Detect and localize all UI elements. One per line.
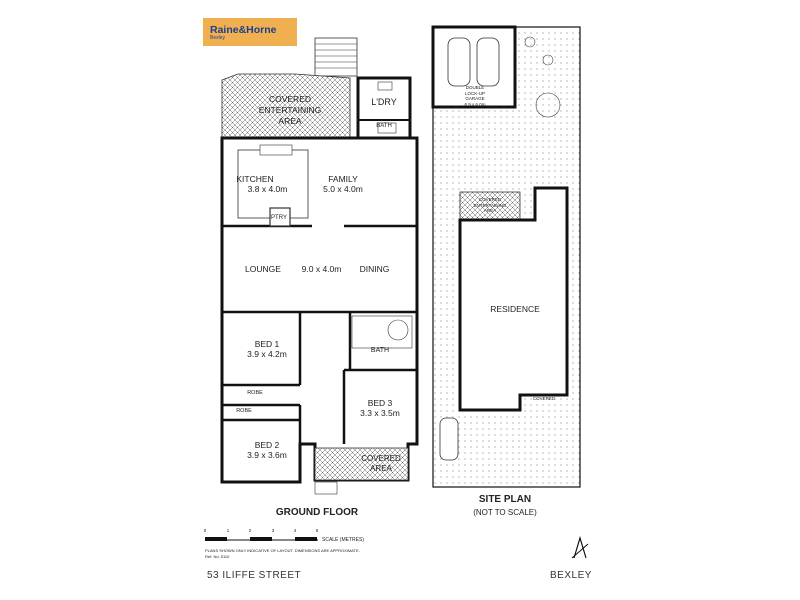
label-garage: DOUBLE LOCK-UP GARAGE 6.9 x 6.0m [464, 85, 486, 107]
label-lounge: LOUNGE [245, 264, 281, 274]
label-bed2: BED 2 [254, 440, 280, 450]
label-family-dims: 5.0 x 4.0m [323, 184, 363, 194]
footer-suburb: BEXLEY [550, 570, 592, 581]
north-arrow-icon [571, 535, 589, 559]
scale-tick-3: 3 [271, 528, 275, 533]
label-pantry: PTRY [271, 215, 287, 221]
rear-steps [314, 37, 358, 77]
label-front-covered-area: COVERED AREA [361, 454, 401, 473]
label-bed1: BED 1 [254, 339, 280, 349]
scale-ref: Ref. No: 5110 [205, 554, 230, 559]
front-covered-area-hatch [314, 447, 409, 481]
label-bed2-dims: 3.9 x 3.6m [247, 450, 287, 460]
label-covered-entertaining: COVERED ENTERTAINING AREA [258, 94, 322, 126]
label-site-covered-entertaining: COVERED ENTERTAINING AREA [473, 197, 507, 213]
label-robe-2: ROBE [236, 408, 252, 414]
internal-walls [222, 224, 417, 444]
site-plan-title: SITE PLAN [478, 494, 532, 505]
scale-tick-2: 2 [248, 528, 252, 533]
scale-tick-0: 0 [203, 528, 207, 533]
residence-outline [458, 186, 569, 412]
label-bed3: BED 3 [367, 398, 393, 408]
label-residence: RESIDENCE [490, 304, 540, 314]
label-dining: DINING [359, 264, 390, 274]
ground-floor-title: GROUND FLOOR [275, 507, 359, 518]
label-bed3-dims: 3.3 x 3.5m [360, 408, 400, 418]
site-covered-entertaining [459, 191, 521, 221]
footer-address: 53 ILIFFE STREET [207, 570, 302, 581]
site-plan-subtitle: (NOT TO SCALE) [473, 508, 537, 517]
label-laundry: L'DRY [371, 97, 397, 107]
scale-tick-4: 4 [293, 528, 297, 533]
label-kitchen: KITCHEN [236, 174, 274, 184]
label-bath-top: BATH [376, 123, 392, 129]
scale-label: SCALE (METRES) [322, 537, 364, 543]
scale-tick-1: 1 [226, 528, 230, 533]
garage [431, 25, 517, 109]
label-kitchen-dims: 3.8 x 4.0m [247, 184, 288, 194]
label-lounge-dining-dims: 9.0 x 4.0m [301, 264, 342, 274]
brand-logo: Raine&Horne Bexley [203, 18, 297, 46]
scale-bar [205, 537, 318, 541]
label-robe-1: ROBE [247, 390, 263, 396]
brand-name: Raine&Horne [210, 24, 277, 36]
scale-tick-5: 5 [315, 528, 319, 533]
brand-office: Bexley [210, 35, 226, 41]
label-bath: BATH [370, 347, 390, 354]
label-site-verandah: COVERED [532, 396, 556, 401]
label-family: FAMILY [328, 174, 358, 184]
label-bed1-dims: 3.9 x 4.2m [247, 349, 287, 359]
scale-disclaimer: PLANS SHOWN ONLY INDICATIVE OF LAYOUT. D… [205, 548, 360, 553]
